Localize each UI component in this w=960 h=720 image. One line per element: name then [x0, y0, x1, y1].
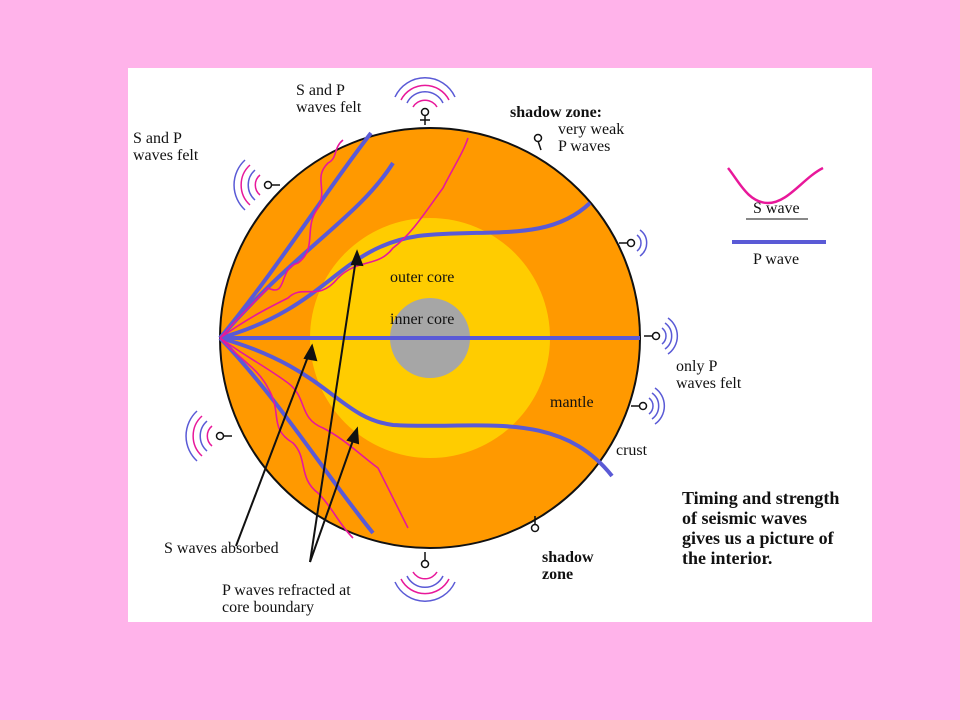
- station-shadow-top: [533, 133, 543, 151]
- mantle-label: mantle: [550, 394, 594, 411]
- arrow-p-refracted-1: [309, 251, 358, 563]
- shadow-zone-top-label: shadow zone: very weak P waves: [510, 104, 625, 155]
- p-wave-ray: [218, 131, 373, 340]
- p-wave-legend-label: P wave: [753, 251, 800, 268]
- p-wave-ray: [218, 336, 375, 535]
- p-wave-ray: [219, 336, 614, 478]
- p-waves-refracted-label: P waves refracted at core boundary: [222, 582, 351, 616]
- s-wave-ray: [219, 337, 354, 539]
- arrow-s-absorbed: [235, 345, 313, 547]
- outer-core-label: outer core: [390, 269, 455, 286]
- arrowhead: [350, 249, 364, 267]
- inner-core-label: inner core: [390, 311, 455, 328]
- sp-left-label: S and P waves felt: [133, 130, 199, 164]
- s-wave-legend-label: S wave: [753, 200, 800, 217]
- caption-text: Timing and strength of seismic waves giv…: [682, 488, 840, 568]
- s-wave-paths: [219, 137, 469, 539]
- station-upper-left: [233, 159, 280, 211]
- arrowhead: [303, 343, 318, 362]
- s-wave-legend-swatch: [727, 166, 824, 205]
- station-lower-right: [631, 387, 666, 425]
- station-top: [394, 76, 456, 125]
- p-wave-ray: [219, 201, 592, 340]
- station-right: [644, 317, 679, 355]
- earth-diagram: [185, 76, 826, 603]
- s-waves-absorbed-label: S waves absorbed: [164, 540, 279, 557]
- s-wave-ray: [219, 337, 409, 529]
- station-shadow-bottom: [530, 516, 540, 533]
- s-wave-ray: [219, 139, 344, 339]
- station-lower-left: [185, 410, 232, 462]
- sp-top-label: S and P waves felt: [296, 82, 362, 116]
- crust-label: crust: [616, 442, 648, 459]
- station-upper-right: [619, 229, 648, 257]
- only-p-label: only P waves felt: [676, 358, 742, 392]
- arrowhead: [346, 426, 360, 445]
- arrow-p-refracted-2: [309, 428, 358, 563]
- shadow-zone-bottom-label: shadow zone: [542, 549, 594, 583]
- s-wave-ray: [219, 137, 469, 339]
- station-bottom: [394, 552, 456, 603]
- diagram-panel: S and P waves felt S and P waves felt sh…: [128, 68, 872, 622]
- leader-arrows: [235, 249, 364, 563]
